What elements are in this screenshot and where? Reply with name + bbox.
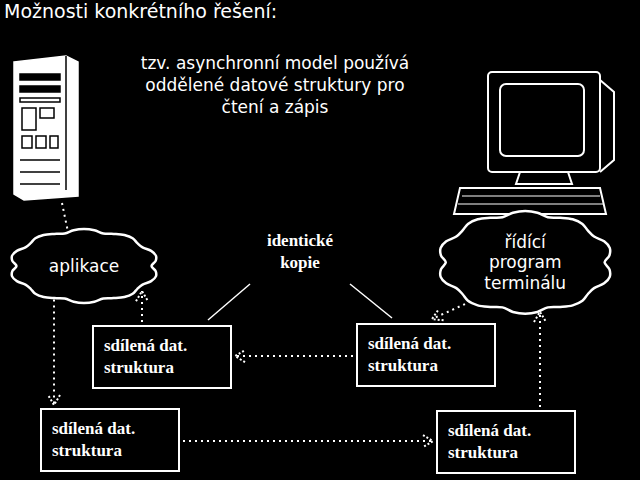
data-structure-box: sdílená dat. struktura bbox=[40, 408, 180, 472]
leader-line bbox=[208, 284, 392, 320]
terminal-computer bbox=[454, 72, 614, 214]
program-cloud: řídící program terminálu bbox=[434, 208, 616, 317]
data-structure-box: sdílená dat. struktura bbox=[356, 323, 496, 387]
program-cloud: aplikace bbox=[6, 226, 162, 306]
data-structure-box: sdílená dat. struktura bbox=[92, 325, 232, 389]
node-label: sdílená dat. struktura bbox=[52, 418, 168, 462]
dotted-arrow bbox=[432, 302, 470, 319]
dotted-arrow bbox=[141, 291, 143, 322]
title: Možnosti konkrétního řešení: bbox=[4, 0, 277, 22]
node-label: sdílená dat. struktura bbox=[104, 335, 220, 379]
annotation-label: identické kopie bbox=[252, 230, 348, 274]
node-label: sdílená dat. struktura bbox=[368, 333, 484, 377]
dotted-arrow bbox=[235, 355, 353, 357]
data-structure-box: sdílená dat. struktura bbox=[436, 410, 576, 474]
leader-line bbox=[62, 203, 512, 232]
server-tower bbox=[14, 56, 78, 200]
subtitle-note: tzv. asynchronní model používá oddělené … bbox=[140, 52, 410, 118]
cloud-path bbox=[12, 229, 157, 303]
node-label: sdílená dat. struktura bbox=[448, 420, 564, 464]
dotted-arrow bbox=[53, 300, 55, 405]
cloud-path bbox=[440, 211, 610, 314]
node-label: řídící program terminálu bbox=[469, 232, 581, 293]
dotted-arrow bbox=[539, 312, 541, 407]
node-label: aplikace bbox=[49, 256, 119, 276]
dotted-arrow bbox=[183, 440, 433, 442]
